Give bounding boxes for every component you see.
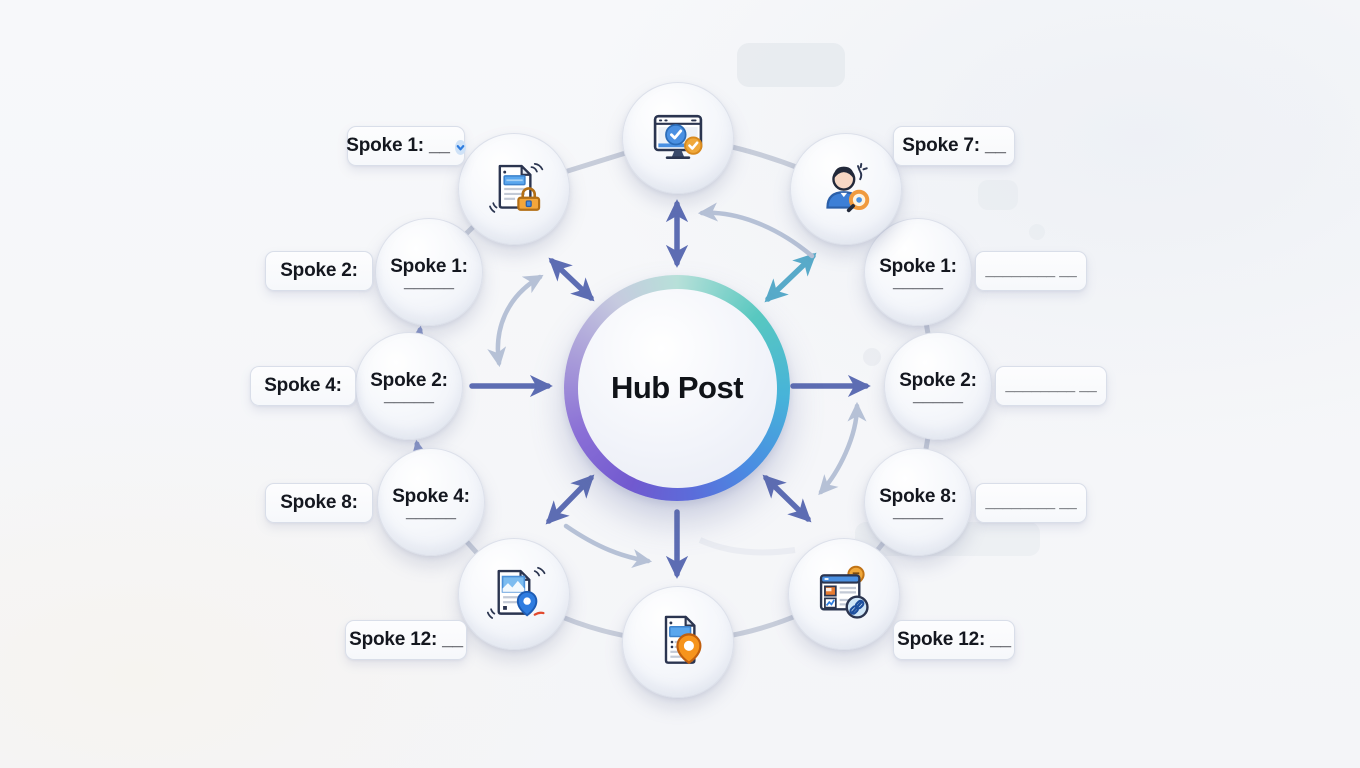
document-pin-icon [664, 615, 702, 665]
spoke-circle-title: Spoke 1: [390, 256, 468, 277]
monitor-approval-icon [653, 114, 703, 159]
callout-label: Spoke 12: __ [897, 629, 1011, 650]
spoke-circle-left-4: Spoke 4: _____ [377, 448, 485, 556]
spoke-circle-title: Spoke 2: [370, 370, 448, 391]
spoke-circle-right-8: Spoke 8: _____ [864, 448, 972, 556]
blank-line: ________ __ [985, 262, 1077, 279]
callout-spoke12-bottom-left: Spoke 12: __ [345, 620, 467, 660]
blank-line: ________ __ [1005, 377, 1097, 394]
icon-node-bottom-left [458, 538, 570, 650]
curved-arrow-left [487, 274, 544, 368]
spoke-circle-title: Spoke 4: [392, 486, 470, 507]
blank-line: _____ [383, 385, 435, 405]
callout-spoke1-top-left: Spoke 1: __ [346, 126, 466, 166]
callout-label: Spoke 8: [280, 492, 358, 513]
spoke-circle-right-1: Spoke 1: _____ [864, 218, 972, 326]
callout-label: Spoke 7: __ [902, 135, 1006, 156]
callout-spoke2-left: Spoke 2: [265, 251, 373, 291]
callout-label: Spoke 1: __ [346, 135, 450, 156]
blank-line: _____ [892, 271, 944, 291]
hub-label: Hub Post [610, 370, 744, 405]
blank-line: _____ [405, 501, 457, 521]
person-search-icon [826, 162, 870, 213]
callout-blank-right-3: ________ __ [975, 483, 1087, 523]
hub-arrows [469, 199, 871, 579]
curved-arrow-right [818, 401, 867, 496]
spoke-circle-right-2: Spoke 2: _____ [884, 332, 992, 440]
callout-spoke4-left: Spoke 4: [250, 366, 356, 406]
blank-line: ________ __ [985, 494, 1077, 511]
arrow-southeast-bidirectional [762, 474, 812, 523]
spoke-circle-title: Spoke 1: [879, 256, 957, 277]
blank-line: _____ [892, 501, 944, 521]
icon-node-top-center [622, 82, 734, 194]
spoke-circle-left-2: Spoke 2: _____ [355, 332, 463, 440]
callout-label: Spoke 12: __ [349, 629, 463, 650]
icon-node-bottom-center [622, 586, 734, 698]
callout-label: Spoke 4: [264, 375, 342, 396]
callout-blank-right-1: ________ __ [975, 251, 1087, 291]
spoke-circle-title: Spoke 2: [899, 370, 977, 391]
blank-line: _____ [403, 271, 455, 291]
document-lock-icon [489, 163, 544, 213]
hub-node: Hub Post [564, 275, 790, 501]
curved-arrow-top [697, 202, 815, 259]
icon-node-top-right [790, 133, 902, 245]
spoke-circle-title: Spoke 8: [879, 486, 957, 507]
curved-arrows [487, 202, 867, 568]
callout-spoke12-bottom-right: Spoke 12: __ [893, 620, 1015, 660]
callout-label: Spoke 2: [280, 260, 358, 281]
document-image-pin-icon [486, 566, 546, 619]
callout-blank-right-2: ________ __ [995, 366, 1107, 406]
icon-node-bottom-right [788, 538, 900, 650]
chevron-down-icon [454, 140, 466, 155]
arrow-southwest-bidirectional [545, 474, 595, 525]
callout-spoke7-top-right: Spoke 7: __ [893, 126, 1015, 166]
hub-inner-circle: Hub Post [577, 288, 777, 488]
blank-line: _____ [912, 385, 964, 405]
spoke-circle-left-1: Spoke 1: _____ [375, 218, 483, 326]
browser-link-icon [819, 565, 869, 619]
curved-arrow-bottom-left [563, 523, 653, 568]
arrow-northwest-bidirectional [548, 257, 595, 302]
callout-spoke8-left: Spoke 8: [265, 483, 373, 523]
arrow-northeast-bidirectional-teal [764, 252, 817, 303]
icon-node-top-left [458, 133, 570, 245]
